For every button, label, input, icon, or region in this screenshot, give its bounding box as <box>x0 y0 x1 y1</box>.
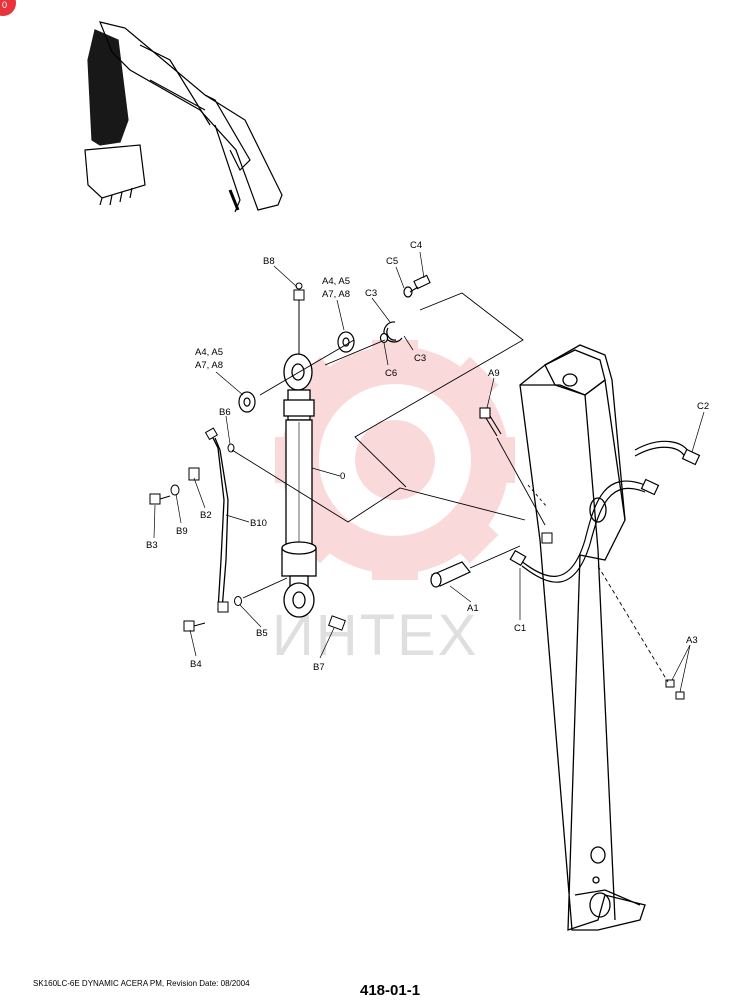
hose-c1 <box>509 478 660 583</box>
label-a4-lower-2: A7, A8 <box>195 360 223 371</box>
label-b10: B10 <box>250 518 267 529</box>
label-a1: A1 <box>467 603 479 614</box>
corner-badge: 0 <box>0 0 16 16</box>
label-b8: B8 <box>263 256 275 267</box>
pin-a1 <box>430 561 471 588</box>
label-b6: B6 <box>219 407 231 418</box>
label-c3-top: C3 <box>365 288 377 299</box>
grease-pipe-b10 <box>211 435 229 611</box>
hose-c2 <box>634 440 701 466</box>
label-zero: 0 <box>340 471 345 482</box>
label-a4-lower-1: A4, A5 <box>195 347 223 358</box>
label-b4: B4 <box>190 659 202 670</box>
fitting-boom <box>541 532 553 544</box>
label-c6: C6 <box>385 368 397 379</box>
label-c1: C1 <box>514 623 526 634</box>
bolt-c4 <box>409 274 431 293</box>
excavator-thumbnail <box>84 21 283 213</box>
assembly-lines <box>231 292 669 683</box>
lock-plate-c5 <box>403 286 413 298</box>
leader-lines <box>153 251 705 693</box>
label-c2: C2 <box>697 401 709 412</box>
label-b9: B9 <box>176 526 188 537</box>
label-a4-upper-1: A4, A5 <box>322 276 350 287</box>
hydraulic-cylinder <box>281 353 317 618</box>
grease-nipple-b8 <box>293 282 305 354</box>
label-c3-bottom: C3 <box>414 353 426 364</box>
ring-c6 <box>379 332 389 344</box>
washer-a4-upper <box>337 331 355 353</box>
parts-b-small <box>149 427 346 632</box>
label-a9: A9 <box>488 368 500 379</box>
washer-a4-lower <box>238 391 256 413</box>
footer-document-info: SK160LC-6E DYNAMIC ACERA PM, Revision Da… <box>33 979 250 988</box>
label-b5: B5 <box>256 628 268 639</box>
label-a4-upper-2: A7, A8 <box>322 289 350 300</box>
label-b7: B7 <box>313 662 325 673</box>
callout-labels: B8 C4 C5 A4, A5 A7, A8 C3 C3 C6 A4, A5 A… <box>146 240 709 673</box>
boom-arm <box>519 344 646 931</box>
fittings-a3 <box>665 679 685 700</box>
label-b3: B3 <box>146 540 158 551</box>
bolt-a9 <box>479 407 502 437</box>
label-c5: C5 <box>386 256 398 267</box>
label-a3: A3 <box>686 635 698 646</box>
footer-page-number: 418-01-1 <box>360 982 421 999</box>
label-c4: C4 <box>410 240 422 251</box>
label-b2: B2 <box>200 510 212 521</box>
